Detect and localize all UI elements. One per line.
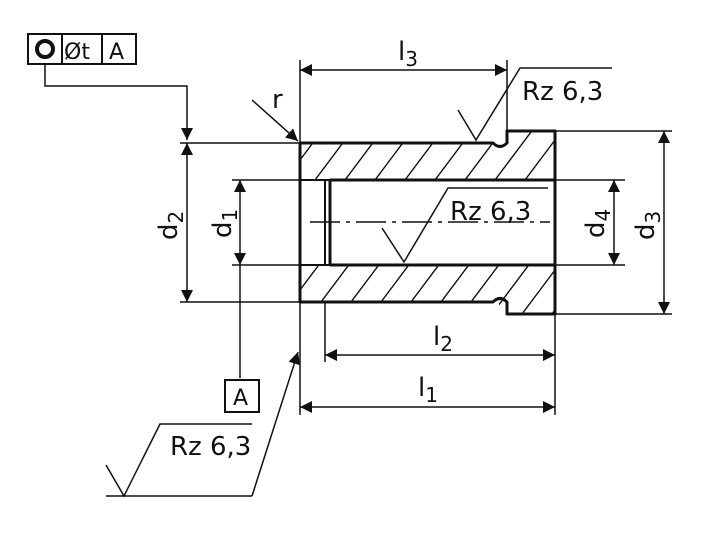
dim-d4-label: d4 <box>581 209 615 238</box>
dimension-labels: l3 l2 l1 d2 d1 d4 d3 r <box>154 37 665 407</box>
tolerance-value: Øt <box>64 40 90 65</box>
roughness-top: Rz 6,3 <box>457 67 612 142</box>
dim-l2-label: l2 <box>433 322 453 356</box>
dim-l3-label: l3 <box>398 37 418 71</box>
dim-l1-label: l1 <box>418 373 438 407</box>
section-hatching <box>300 131 555 314</box>
dim-d3-label: d3 <box>631 211 665 240</box>
roughness-face: Rz 6,3 <box>105 351 301 498</box>
dim-d1-label: d1 <box>208 209 242 238</box>
radius-label: r <box>272 85 283 115</box>
tolerance-leader <box>44 64 193 140</box>
radius-leader <box>251 99 299 142</box>
tolerance-datum: A <box>109 40 124 65</box>
roughness-face-label: Rz 6,3 <box>170 432 251 462</box>
coaxiality-icon <box>35 39 55 59</box>
roughness-bore-label: Rz 6,3 <box>450 197 531 227</box>
dim-d2-label: d2 <box>154 211 188 240</box>
datum-label: A <box>233 386 248 411</box>
datum-box: A <box>224 379 260 413</box>
roughness-top-label: Rz 6,3 <box>522 77 603 107</box>
tolerance-frame: Øt A <box>27 33 137 65</box>
dimension-lines <box>44 64 670 413</box>
roughness-bore: Rz 6,3 <box>381 187 548 264</box>
